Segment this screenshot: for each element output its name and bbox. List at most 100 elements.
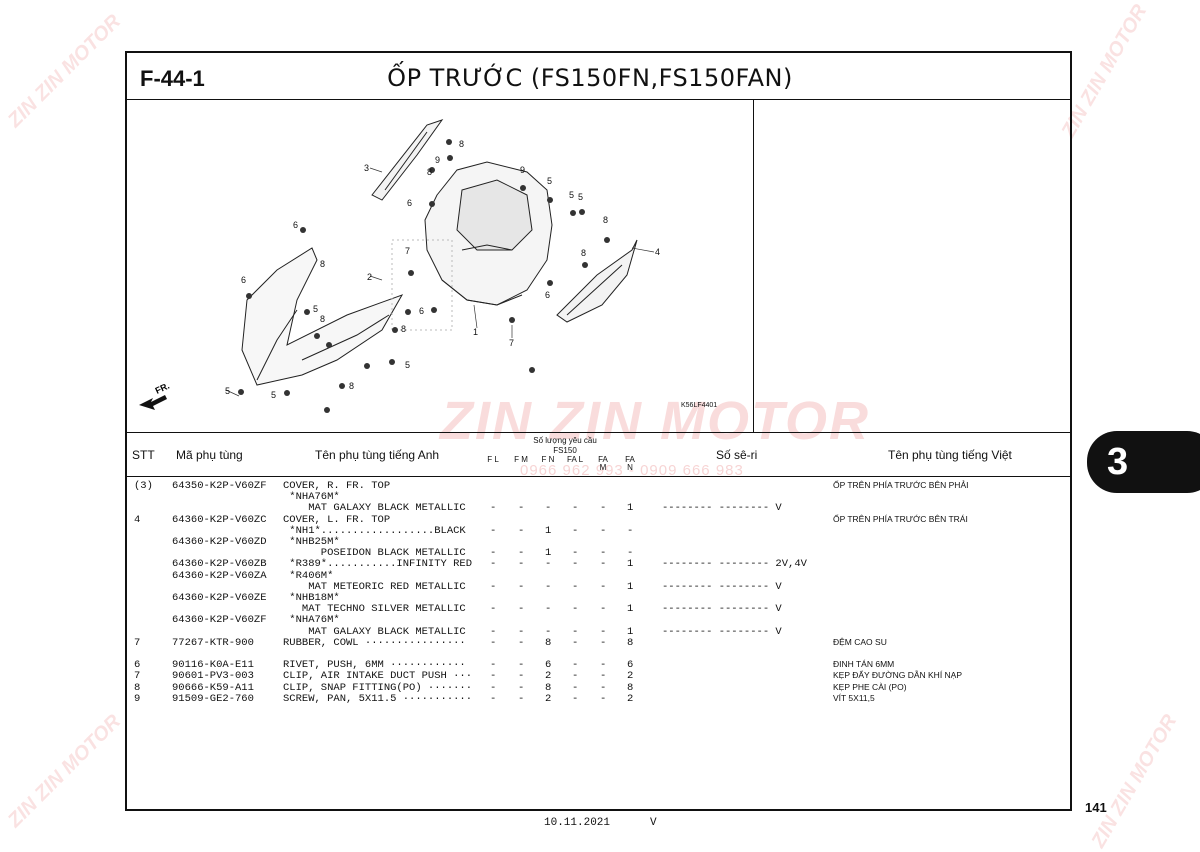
watermark-phones: 0966 962 993 - 0909 666 983: [520, 462, 744, 479]
header-model: FS150: [553, 446, 577, 455]
row-qty: -: [490, 670, 497, 683]
row-qty: -: [572, 692, 579, 705]
row-qty: -: [490, 681, 497, 694]
header-qty-col: FA L: [567, 455, 584, 464]
row-qty: 2: [545, 692, 552, 705]
row-qty: -: [572, 547, 579, 560]
row-qty: 1: [627, 502, 634, 515]
row-part-number: 91509-GE2-760: [172, 692, 254, 705]
row-qty: -: [600, 659, 607, 672]
header-qty-col: F M: [514, 455, 528, 464]
callout: 6: [419, 306, 424, 316]
row-qty: -: [518, 692, 525, 705]
row-qty: -: [545, 502, 552, 515]
row-qty: 2: [627, 692, 634, 705]
callout: 8: [581, 248, 586, 258]
callout: 3: [364, 163, 369, 173]
row-qty: -: [490, 558, 497, 571]
row-qty: -: [490, 524, 497, 537]
row-part-number: 64350-K2P-V60ZF: [172, 480, 267, 492]
row-stt: 8: [134, 681, 141, 694]
watermark-brand: ZIN ZIN MOTOR: [440, 391, 870, 451]
callout: 8: [603, 215, 608, 225]
row-part-number: 64360-K2P-V60ZF: [172, 614, 267, 627]
header-stt: STT: [132, 448, 155, 462]
page-title: ỐP TRƯỚC (FS150FN,FS150FAN): [387, 64, 793, 92]
header-serial: Số sê-ri: [716, 448, 758, 462]
row-stt: 6: [134, 659, 141, 672]
row-qty: 1: [545, 547, 552, 560]
row-qty: -: [627, 547, 634, 560]
row-qty: 6: [627, 659, 634, 672]
row-qty: 1: [627, 558, 634, 571]
row-qty: -: [545, 558, 552, 571]
row-part-number: 64360-K2P-V60ZA: [172, 569, 267, 582]
row-qty: -: [572, 659, 579, 672]
row-qty: -: [600, 636, 607, 649]
callout: 8: [349, 381, 354, 391]
callout: 8: [459, 139, 464, 149]
callout: 6: [407, 198, 412, 208]
row-name-vi: ỐP TRÊN PHÍA TRƯỚC BÊN TRÁI: [833, 513, 968, 524]
row-name-en: *NH1*..................BLACK: [283, 524, 466, 537]
row-qty: 1: [627, 580, 634, 593]
row-serial: -------- -------- V: [662, 502, 782, 515]
row-qty: 8: [545, 681, 552, 694]
row-qty: -: [545, 580, 552, 593]
callout: 8: [401, 324, 406, 334]
row-qty: -: [518, 524, 525, 537]
section-tab: 3: [1087, 431, 1200, 493]
row-qty: -: [572, 681, 579, 694]
header-qty-col: F N: [541, 455, 555, 464]
row-qty: -: [600, 681, 607, 694]
row-name-en: SCREW, PAN, 5X11.5 ···········: [283, 692, 473, 705]
divider: [753, 100, 754, 432]
row-qty: -: [545, 625, 552, 638]
footer-date: 10.11.2021: [544, 817, 611, 829]
row-name-vi: KẸP ĐẨY ĐƯỜNG DẪN KHÍ NẠP: [833, 670, 963, 681]
callout: 5: [271, 390, 276, 400]
corner-watermark: ZIN ZIN MOTOR: [3, 10, 126, 132]
row-stt: (3): [134, 480, 153, 492]
row-serial: -------- -------- V: [662, 625, 782, 638]
row-name-en: CLIP, SNAP FITTING(PO) ·······: [283, 681, 473, 694]
row-serial: -------- -------- V: [662, 603, 782, 616]
row-qty: -: [518, 547, 525, 560]
exploded-diagram: 3 1 2 4 5 5 5 5 5 5 5 6 6 6 6 6 7 7 8 8 …: [139, 119, 660, 413]
row-part-number: 77267-KTR-900: [172, 636, 254, 649]
row-qty: -: [572, 670, 579, 683]
callout: 6: [545, 290, 550, 300]
header-qty-required: Số lượng yêu cầu: [533, 436, 597, 445]
row-stt: 7: [134, 670, 141, 683]
row-qty: 8: [545, 636, 552, 649]
row-qty: -: [600, 547, 607, 560]
callout: 8: [320, 314, 325, 324]
row-name-en: *R406M*: [283, 569, 334, 582]
callout: 7: [405, 246, 410, 256]
row-qty: -: [490, 502, 497, 515]
row-qty: -: [627, 524, 634, 537]
row-name-vi: ĐỆM CAO SU: [833, 636, 887, 647]
row-name-en: POSEIDON BLACK METALLIC: [283, 547, 466, 560]
row-qty: -: [545, 603, 552, 616]
row-name-en: MAT GALAXY BLACK METALLIC: [283, 625, 466, 638]
callout: 6: [293, 220, 298, 230]
row-qty: -: [600, 524, 607, 537]
header-qty-col: F L: [487, 455, 499, 464]
row-qty: 8: [627, 636, 634, 649]
row-name-en: MAT TECHNO SILVER METALLIC: [283, 603, 466, 616]
page-frame: [125, 51, 1072, 811]
row-serial: -------- -------- 2V,4V: [662, 558, 807, 571]
row-qty: 8: [627, 681, 634, 694]
corner-watermark: ZIN ZIN MOTOR: [1087, 710, 1182, 852]
row-qty: -: [518, 670, 525, 683]
row-qty: -: [518, 580, 525, 593]
divider: [127, 99, 1070, 100]
row-qty: -: [518, 659, 525, 672]
row-part-number: 64360-K2P-V60ZE: [172, 592, 267, 604]
direction-label: FR.: [154, 381, 171, 396]
callout: 5: [578, 192, 583, 202]
row-qty: 1: [627, 603, 634, 616]
row-part-number: 90601-PV3-003: [172, 670, 254, 683]
row-qty: -: [490, 547, 497, 560]
